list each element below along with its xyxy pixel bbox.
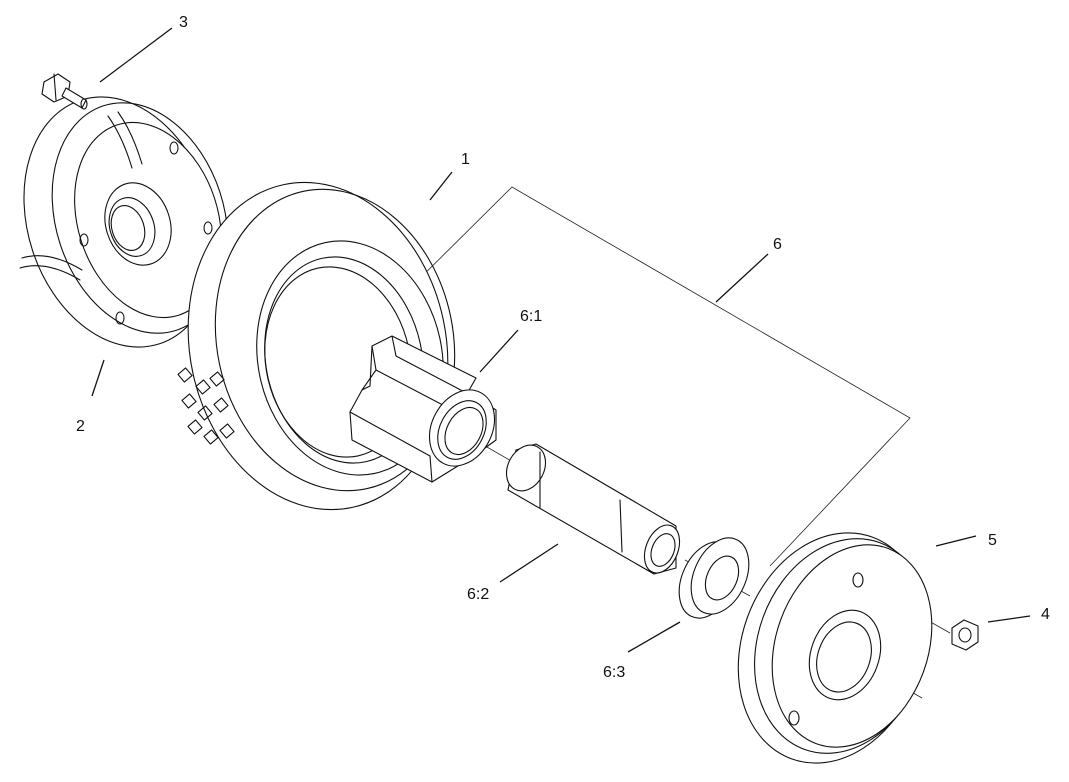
leader-2 xyxy=(91,359,105,397)
callout-6: 6 xyxy=(773,236,782,253)
leader-4 xyxy=(987,615,1031,623)
leader-6-3 xyxy=(627,621,681,653)
leader-5 xyxy=(935,535,977,547)
kit-bracket-6 xyxy=(384,186,911,567)
callout-1: 1 xyxy=(461,151,470,168)
callout-labels: 1 2 3 4 5 6 6:1 6:2 6:3 xyxy=(76,14,1050,681)
callout-6-3: 6:3 xyxy=(603,664,625,681)
wheel-half-right xyxy=(737,532,933,764)
leader-6-1 xyxy=(479,329,519,373)
callout-4: 4 xyxy=(1041,606,1050,623)
hex-bolt xyxy=(41,73,88,110)
spacer-tube xyxy=(505,443,681,575)
wheel-half-left xyxy=(19,96,229,348)
leader-1 xyxy=(429,171,453,201)
callout-6-1: 6:1 xyxy=(520,308,542,325)
leader-6 xyxy=(715,253,769,303)
leader-3 xyxy=(99,27,173,83)
callout-6-2: 6:2 xyxy=(467,586,489,603)
tire-tread-blocks xyxy=(177,367,235,445)
callout-2: 2 xyxy=(76,418,85,435)
callout-3: 3 xyxy=(179,14,188,31)
bearing-washer xyxy=(678,537,750,619)
hex-nut xyxy=(951,619,979,651)
bearing-housing xyxy=(349,335,497,483)
leader-6-2 xyxy=(499,543,559,583)
callout-5: 5 xyxy=(988,532,997,549)
leader-lines xyxy=(91,27,1031,653)
